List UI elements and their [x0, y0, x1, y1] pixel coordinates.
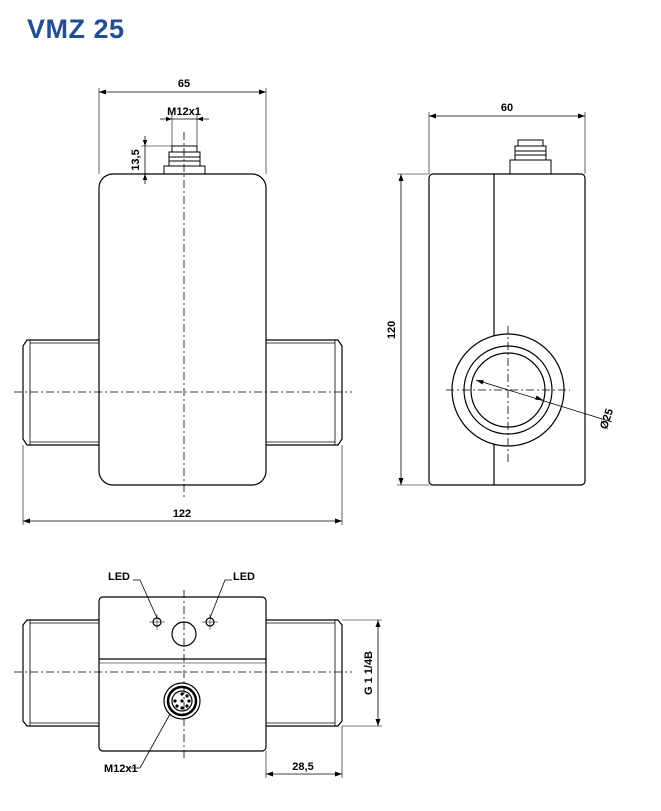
bottom-body	[98, 596, 267, 752]
side-view: Ø25 60 120	[386, 102, 616, 486]
led-right-label: LED	[233, 571, 255, 583]
front-body	[98, 173, 267, 486]
dim-120-label: 120	[386, 321, 398, 339]
front-pipe-left	[22, 339, 99, 446]
dim-g-label: G 1 1/4B	[363, 651, 375, 695]
bottom-connector	[163, 682, 201, 720]
side-connector	[509, 139, 552, 175]
dim-d25-label: Ø25	[598, 407, 616, 430]
front-connector	[163, 145, 206, 175]
dim-65-label: 65	[178, 78, 190, 90]
led-left-leader	[133, 579, 158, 619]
front-view: 65 M12x1 13,5 122	[14, 78, 352, 525]
led-right-leader	[209, 579, 232, 619]
dim-28-5-label: 28,5	[292, 761, 313, 773]
dim-13-5-label: 13,5	[130, 149, 142, 170]
bottom-hole	[171, 621, 197, 647]
dim-122-label: 122	[173, 508, 191, 520]
bottom-pipe-right	[266, 619, 343, 727]
dim-60-label: 60	[501, 102, 513, 114]
bottom-m12-leader	[128, 713, 171, 769]
dim-d25-leader	[475, 379, 613, 423]
bottom-view: LED LED M12x1 G 1 1/4B 28,5	[14, 571, 382, 778]
dim-m12-top-label: M12x1	[167, 106, 201, 118]
bottom-pipe-left	[22, 619, 99, 727]
dim-m12-bottom-label: M12x1	[104, 763, 138, 775]
page-title: VMZ 25	[27, 14, 125, 44]
led-left-label: LED	[108, 571, 130, 583]
front-pipe-right	[266, 339, 343, 446]
